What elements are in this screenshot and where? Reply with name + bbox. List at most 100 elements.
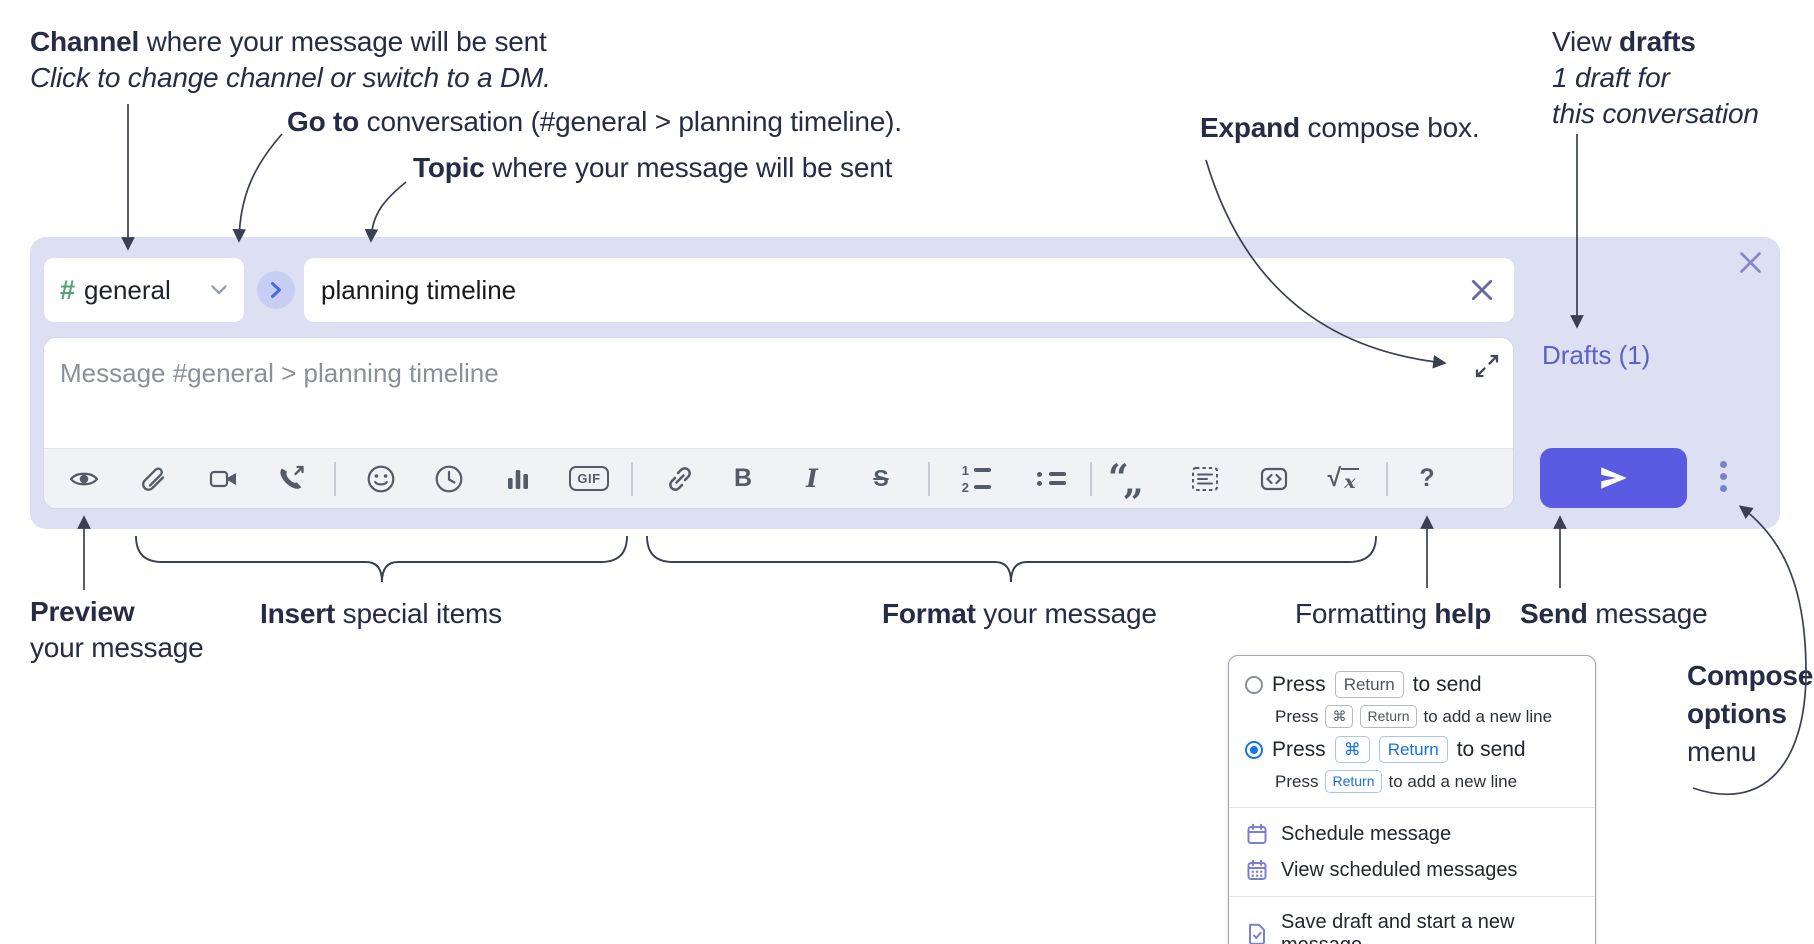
clear-topic-icon[interactable] — [1465, 273, 1499, 307]
calendar-icon — [1247, 823, 1267, 844]
brace-format — [646, 535, 1377, 583]
bulleted-list-button[interactable] — [1023, 456, 1077, 502]
return-key: Return — [1325, 770, 1382, 793]
topic-field-wrap — [304, 258, 1514, 322]
preview-annotation-line2: your message — [30, 632, 204, 663]
toolbar-divider — [334, 461, 336, 496]
strikethrough-icon: S — [873, 465, 889, 491]
bold-icon: B — [733, 464, 753, 492]
format-annotation: Format your message — [882, 598, 1157, 629]
compose-options-menu: Press Return to send Press ⌘ Return to a… — [1228, 655, 1596, 944]
audio-call-button[interactable] — [264, 456, 318, 502]
send-annotation: Send message — [1520, 598, 1708, 629]
paper-plane-icon — [1600, 467, 1627, 489]
return-key: Return — [1378, 736, 1448, 763]
inline-code-icon — [1260, 467, 1288, 490]
code-block-button[interactable] — [1178, 456, 1232, 502]
send-option-cmd-return-sub: Press Return to add a new line — [1229, 765, 1595, 799]
menu-item-schedule-message[interactable]: Schedule message — [1229, 816, 1595, 852]
goto-annotation: Go to conversation (#general > planning … — [287, 106, 902, 137]
view-drafts-line2: 1 draft for — [1552, 62, 1670, 93]
compose-options-annotation-line3: menu — [1687, 736, 1757, 767]
toolbar-divider — [928, 461, 930, 496]
help-icon: ? — [1419, 464, 1435, 492]
cmd-key: ⌘ — [1325, 705, 1354, 728]
preview-annotation: Preview — [30, 596, 135, 627]
channel-annotation: Channel where your message will be sent — [30, 26, 547, 57]
bar-chart-icon — [508, 469, 528, 489]
send-option-return-sub: Press ⌘ Return to add a new line — [1229, 700, 1595, 734]
calendar-dots-icon — [1247, 859, 1267, 880]
menu-item-save-draft[interactable]: Save draft and start a new message — [1229, 905, 1595, 944]
formatting-help-annotation: Formatting help — [1295, 598, 1492, 629]
message-input[interactable] — [44, 338, 1513, 448]
square-root-icon: √x — [1327, 464, 1359, 493]
chevron-right-icon — [271, 282, 281, 298]
blockquote-button[interactable]: “„ — [1099, 456, 1153, 502]
paperclip-icon — [142, 467, 165, 491]
channel-annotation-line2: Click to change channel or switch to a D… — [30, 62, 551, 93]
attach-file-button[interactable] — [126, 456, 180, 502]
code-button[interactable] — [1247, 456, 1301, 502]
message-area: GIF B I S 12 “„ — [44, 338, 1513, 508]
equation-button[interactable]: √x — [1316, 456, 1370, 502]
radio-unselected[interactable] — [1245, 675, 1263, 694]
quote-icon: “„ — [1108, 456, 1144, 503]
send-option-cmd-return[interactable]: Press ⌘ Return to send — [1229, 734, 1595, 765]
code-block-icon — [1192, 466, 1218, 491]
video-clip-button[interactable] — [197, 456, 251, 502]
gif-button[interactable]: GIF — [562, 456, 616, 502]
curve-topic — [364, 181, 407, 243]
expand-compose-icon[interactable] — [1474, 353, 1500, 384]
save-draft-icon — [1249, 923, 1265, 944]
eye-icon — [69, 472, 99, 485]
clock-icon — [435, 465, 463, 492]
channel-selector[interactable]: # general — [44, 258, 244, 322]
chevron-down-icon — [211, 285, 227, 295]
send-option-return[interactable]: Press Return to send — [1229, 669, 1595, 700]
topic-input[interactable] — [304, 258, 1514, 322]
phone-outgoing-icon — [280, 465, 304, 489]
toolbar-divider — [631, 461, 633, 496]
menu-divider — [1229, 807, 1595, 808]
poll-button[interactable] — [491, 456, 545, 502]
brace-insert — [135, 535, 628, 583]
radio-selected[interactable] — [1245, 740, 1263, 759]
menu-divider — [1229, 896, 1595, 897]
italic-icon: I — [806, 464, 818, 493]
view-drafts-line3: this conversation — [1552, 98, 1759, 129]
compose-options-annotation-line2: options — [1687, 698, 1787, 729]
compose-options-button[interactable] — [1713, 461, 1733, 492]
preview-button[interactable] — [57, 456, 111, 502]
bold-button[interactable]: B — [716, 456, 770, 502]
menu-item-view-scheduled[interactable]: View scheduled messages — [1229, 852, 1595, 888]
return-key: Return — [1360, 705, 1417, 728]
channel-name: general — [84, 274, 171, 305]
bulleted-list-icon — [1034, 471, 1066, 486]
goto-conversation-button[interactable] — [257, 271, 295, 309]
formatting-help-button[interactable]: ? — [1400, 456, 1454, 502]
toolbar-divider — [1386, 461, 1388, 496]
expand-annotation: Expand compose box. — [1200, 112, 1480, 143]
close-compose-icon[interactable] — [1733, 245, 1767, 279]
recent-button[interactable] — [422, 456, 476, 502]
drafts-link[interactable]: Drafts (1) — [1542, 340, 1651, 370]
link-icon — [669, 466, 691, 491]
view-drafts-annotation: View drafts — [1552, 26, 1696, 57]
topic-annotation: Topic where your message will be sent — [413, 152, 893, 183]
strikethrough-button[interactable]: S — [854, 456, 908, 502]
emoji-button[interactable] — [354, 456, 408, 502]
send-button[interactable] — [1540, 448, 1687, 508]
emoji-icon — [367, 465, 395, 492]
return-key: Return — [1334, 671, 1404, 698]
cmd-key: ⌘ — [1334, 736, 1370, 763]
insert-annotation: Insert special items — [260, 598, 502, 629]
video-camera-icon — [209, 470, 236, 487]
italic-button[interactable]: I — [785, 456, 839, 502]
gif-icon: GIF — [569, 466, 609, 491]
link-button[interactable] — [653, 456, 707, 502]
